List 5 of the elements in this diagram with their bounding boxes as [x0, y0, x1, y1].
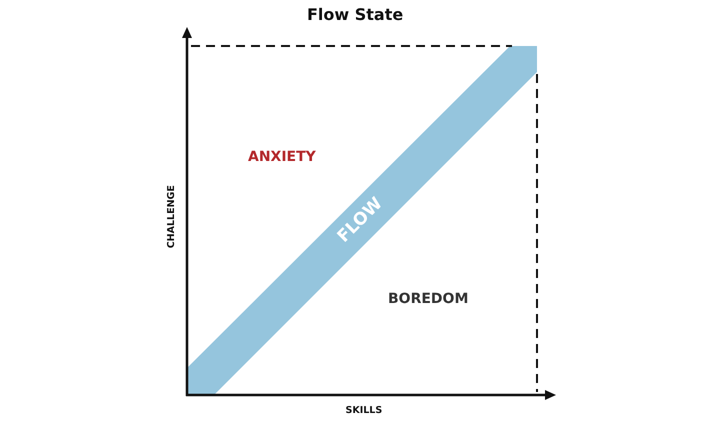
axis-label: SKILLS	[346, 406, 382, 416]
region-label: ANXIETY	[248, 150, 316, 164]
region-label: BOREDOM	[388, 292, 468, 306]
axis-label: CHALLENGE	[166, 185, 176, 248]
chart-title: Flow State	[307, 7, 404, 23]
